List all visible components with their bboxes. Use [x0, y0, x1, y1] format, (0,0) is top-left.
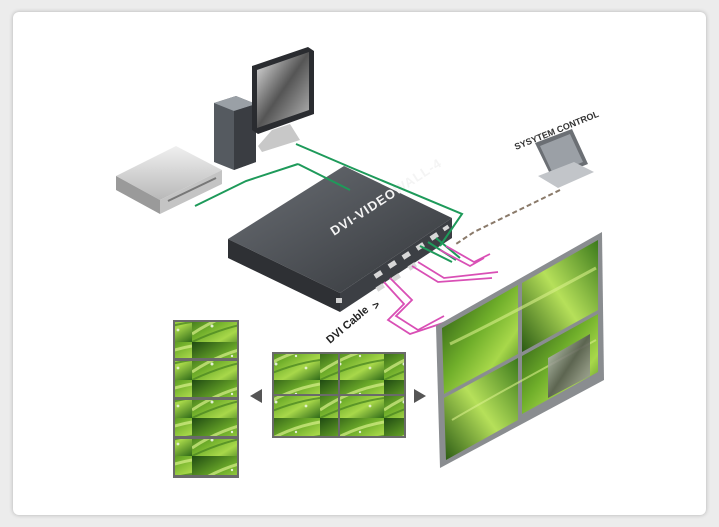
layout-grid-2x2: [272, 352, 406, 438]
layout-vertical-stack: [173, 320, 239, 478]
player-cable: [194, 163, 299, 207]
arrow-right-icon: [414, 389, 426, 403]
cable-label-arrow: >: [370, 299, 383, 312]
videowall-controller: DVI-VIDEOWALL-4: [228, 155, 452, 312]
monitor-stand: [258, 124, 300, 152]
video-wall: [436, 232, 604, 468]
control-cable: [455, 189, 561, 245]
arrow-left-icon: [250, 389, 262, 403]
media-player: [116, 146, 222, 214]
dvi-cables: [383, 245, 499, 335]
wall-panel-bottom-left: [444, 358, 518, 460]
pc-workstation: [214, 47, 314, 170]
source-cables: [194, 143, 464, 263]
pc-cable: [295, 143, 464, 247]
cable-label: DVI Cable: [324, 304, 371, 346]
wall-panel-top-left: [442, 285, 518, 394]
device-top: [228, 166, 452, 293]
device-front: [228, 239, 340, 312]
laptop: [535, 129, 594, 188]
monitor-screen: [257, 52, 309, 128]
wall-panel-top-right: [522, 240, 598, 352]
device-rear-panel: [340, 218, 452, 312]
